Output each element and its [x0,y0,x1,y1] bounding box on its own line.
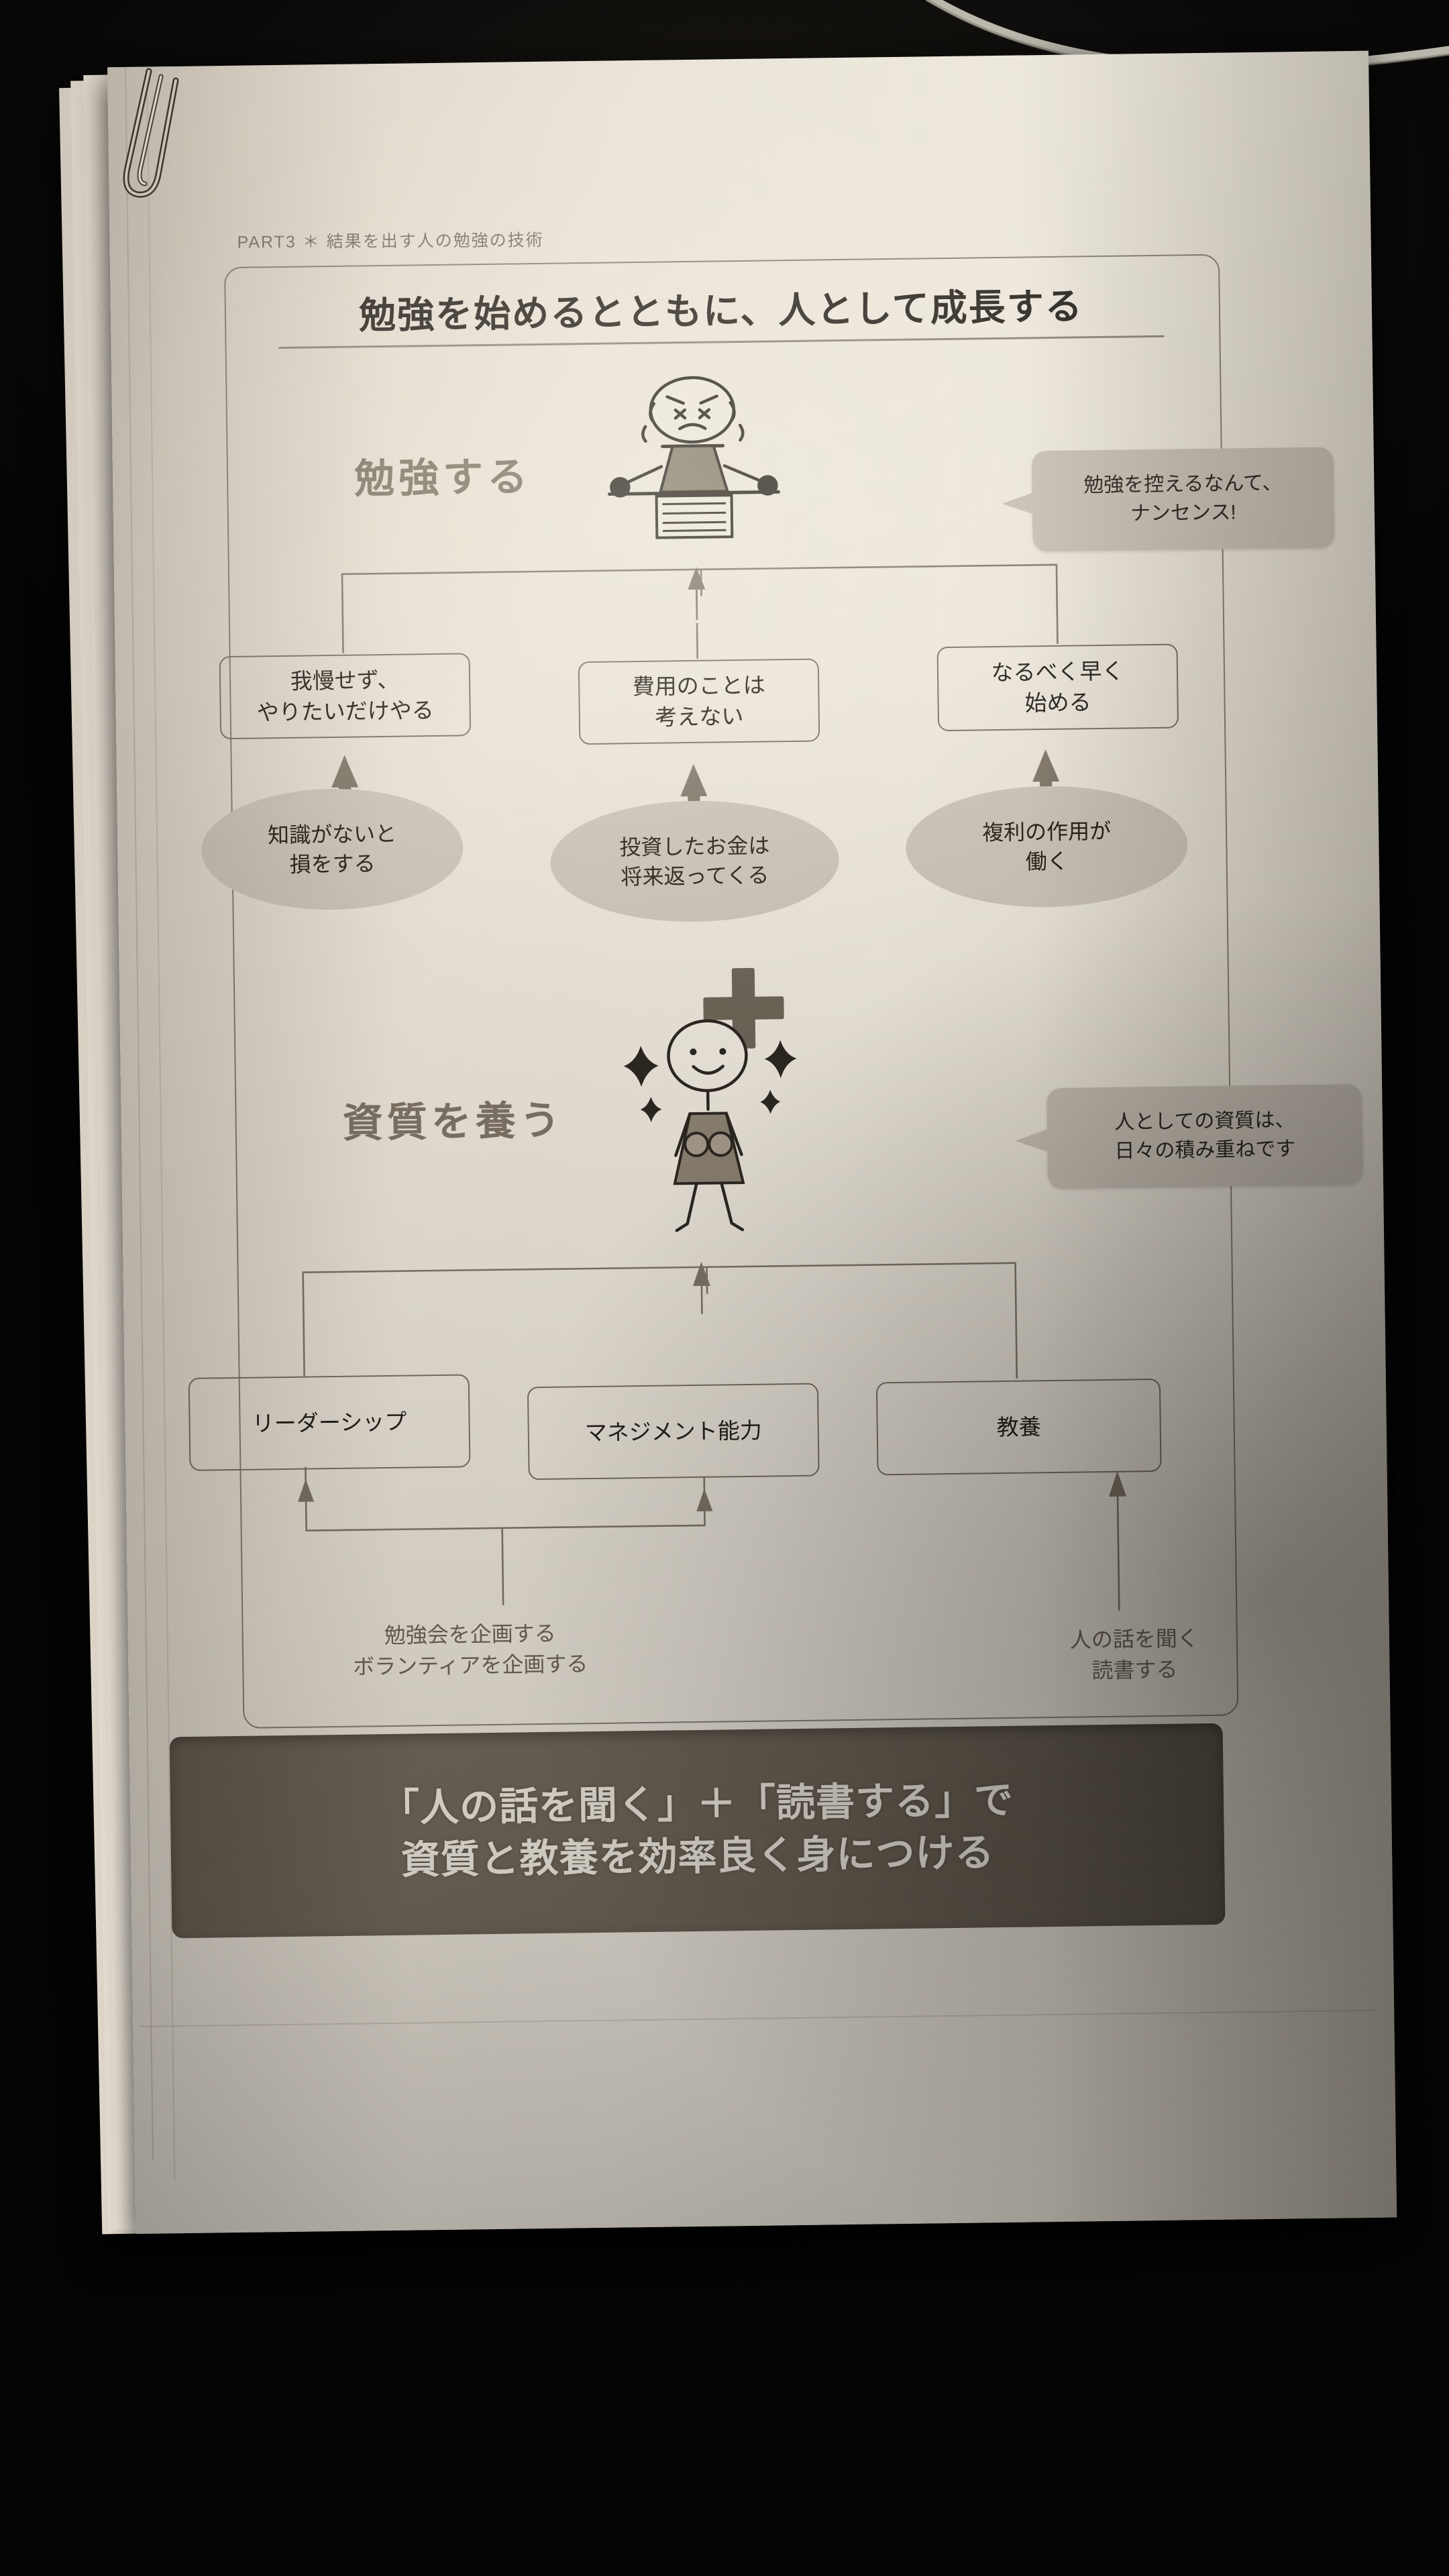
page-bottom-rule [140,2009,1375,2027]
ellipse-line: 知識がないと [267,821,397,848]
summary-banner: 「人の話を聞く」＋「読書する」で 資質と教養を効率良く身につける [169,1723,1226,1939]
ellipse-line: 将来返ってくる [621,863,769,890]
annotation-line: 人の話を聞く [1069,1626,1199,1652]
book-page: PART3 ＊ 結果を出す人の勉強の技術 勉強を始めるとともに、人として成長する [107,50,1397,2235]
node-line: マネジメント能力 [584,1417,762,1445]
annotation-right: 人の話を聞く 読書する [994,1622,1276,1688]
node-line: 考えない [655,703,744,730]
node-line: 我慢せず、 [290,667,400,694]
bubble-line: 勉強を控えるなんて、 [1083,472,1283,497]
node-quality-3[interactable]: 教養 [875,1378,1162,1476]
section-label-quality: 資質を養う [342,1097,565,1146]
bubble-line: ナンセンス! [1130,501,1237,525]
node-line: なるべく早く [991,659,1124,686]
node-line: 教養 [996,1413,1041,1440]
node-line: やりたいだけやる [256,698,434,725]
page-content: PART3 ＊ 結果を出す人の勉強の技術 勉強を始めるとともに、人として成長する [107,51,1397,2234]
ellipse-line: 働く [1025,849,1069,874]
node-quality-2[interactable]: マネジメント能力 [527,1383,820,1481]
studying-person-illustration [607,376,780,539]
bubble-line: 日々の積み重ねです [1114,1138,1296,1163]
node-line: 費用のことは [632,673,765,700]
ellipse-line: 複利の作用が [981,818,1112,845]
quality-person-illustration [623,1019,797,1232]
node-line: 始める [1024,690,1091,716]
node-line: リーダーシップ [252,1409,407,1436]
annotation-line: 読書する [1091,1658,1178,1683]
ellipse-line: 投資したお金は [619,833,770,860]
node-study-1[interactable]: 我慢せず、 やりたいだけやる [219,653,472,740]
annotation-left: 勉強会を企画する ボランティアを企画する [282,1617,658,1684]
bubble-line: 人としての資質は、 [1114,1109,1295,1134]
speech-bubble-study: 勉強を控えるなんて、 ナンセンス! [1031,447,1335,552]
node-study-3[interactable]: なるべく早く 始める [936,643,1179,732]
banner-line: 「人の話を聞く」＋「読書する」で [380,1778,1014,1830]
running-head: PART3 ＊ 結果を出す人の勉強の技術 [237,231,544,252]
annotation-line: ボランティアを企画する [353,1652,588,1680]
speech-bubble-tail [1014,1128,1051,1153]
banner-line: 資質と教養を効率良く身につける [400,1831,995,1882]
paperclip-icon [123,68,179,198]
speech-bubble-tail [1002,491,1037,516]
ellipse-line: 損をする [289,851,376,877]
node-quality-1[interactable]: リーダーシップ [188,1374,471,1471]
annotation-line: 勉強会を企画する [384,1621,556,1648]
section-label-study: 勉強する [354,454,532,502]
node-study-2[interactable]: 費用のことは 考えない [578,658,820,745]
speech-bubble-quality: 人としての資質は、 日々の積み重ねです [1046,1083,1364,1189]
